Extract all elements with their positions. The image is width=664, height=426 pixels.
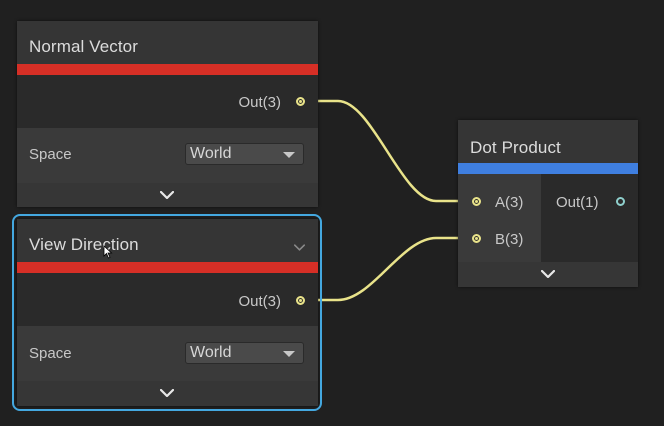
node-title-bar[interactable]: Dot Product bbox=[458, 120, 638, 163]
wire-view-to-b[interactable] bbox=[300, 236, 476, 302]
node-title-bar[interactable]: View Direction bbox=[17, 219, 318, 262]
chevron-down-icon[interactable] bbox=[294, 244, 305, 251]
node-accent-bar bbox=[458, 163, 638, 174]
inputs-column bbox=[458, 174, 541, 262]
space-dropdown[interactable]: World bbox=[185, 143, 304, 165]
output-label: Out(3) bbox=[238, 293, 281, 310]
node-accent-bar bbox=[17, 262, 318, 273]
ports-area: A(3) B(3) Out(1) bbox=[458, 174, 638, 262]
output-port[interactable] bbox=[616, 197, 625, 206]
input-b-label: B(3) bbox=[495, 231, 524, 248]
input-a-label: A(3) bbox=[495, 194, 524, 211]
node-footer[interactable] bbox=[458, 262, 638, 287]
mouse-cursor-icon bbox=[103, 245, 113, 259]
chevron-down-icon[interactable] bbox=[160, 191, 174, 199]
space-dropdown[interactable]: World bbox=[185, 342, 304, 364]
space-dropdown-value: World bbox=[190, 344, 232, 361]
output-port[interactable] bbox=[296, 296, 305, 305]
space-dropdown-value: World bbox=[190, 145, 232, 162]
node-accent-bar bbox=[17, 64, 318, 75]
caret-down-icon bbox=[283, 152, 295, 158]
chevron-down-icon[interactable] bbox=[160, 389, 174, 397]
space-label: Space bbox=[29, 345, 72, 362]
output-port[interactable] bbox=[296, 97, 305, 106]
output-row: Out(3) bbox=[17, 75, 318, 128]
chevron-down-icon[interactable] bbox=[541, 270, 555, 278]
node-title-bar[interactable]: Normal Vector bbox=[17, 21, 318, 64]
node-title: Dot Product bbox=[470, 138, 561, 157]
node-footer[interactable] bbox=[17, 381, 318, 406]
space-property-row: Space World bbox=[17, 326, 318, 381]
node-view-direction[interactable]: View Direction Out(3) Space World bbox=[17, 219, 318, 406]
space-label: Space bbox=[29, 146, 72, 163]
output-label: Out(1) bbox=[556, 194, 599, 211]
outputs-column bbox=[541, 174, 638, 262]
node-dot-product[interactable]: Dot Product A(3) B(3) Out(1) bbox=[458, 120, 638, 287]
output-label: Out(3) bbox=[238, 94, 281, 111]
node-title: Normal Vector bbox=[29, 37, 139, 56]
node-footer[interactable] bbox=[17, 183, 318, 207]
input-port-a[interactable] bbox=[472, 197, 481, 206]
node-normal-vector[interactable]: Normal Vector Out(3) Space World bbox=[17, 21, 318, 207]
space-property-row: Space World bbox=[17, 128, 318, 183]
node-title: View Direction bbox=[29, 235, 139, 254]
output-row: Out(3) bbox=[17, 273, 318, 326]
caret-down-icon bbox=[283, 351, 295, 357]
input-port-b[interactable] bbox=[472, 234, 481, 243]
wire-normal-to-a[interactable] bbox=[300, 99, 476, 203]
